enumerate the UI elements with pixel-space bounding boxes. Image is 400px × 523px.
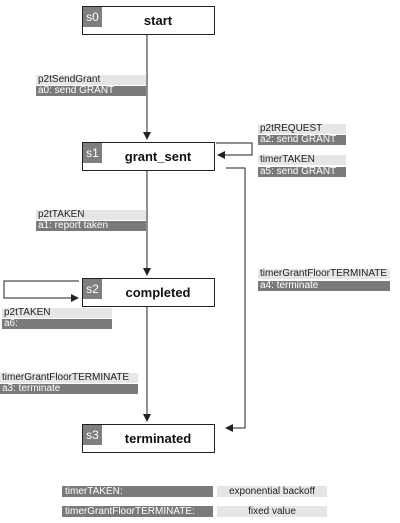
action-label: a0: send GRANT bbox=[36, 86, 146, 96]
state-name: terminated bbox=[124, 431, 192, 446]
state-s0: s0 start bbox=[82, 6, 215, 35]
arrow-s2-self-loop bbox=[3, 280, 79, 302]
legend-timer-value: exponential backoff bbox=[217, 486, 327, 497]
event-label: timerTAKEN bbox=[258, 155, 346, 165]
legend-timer-value: fixed value bbox=[217, 506, 327, 517]
state-id: s3 bbox=[83, 425, 102, 445]
event-label: p2tSendGrant bbox=[36, 75, 146, 85]
state-id: s0 bbox=[83, 7, 102, 27]
state-name: grant_sent bbox=[124, 149, 192, 164]
arrow-s1-self-loop bbox=[216, 142, 253, 159]
action-label: a1: report taken bbox=[36, 221, 146, 231]
action-label: a3: terminate bbox=[0, 384, 138, 394]
state-name: completed bbox=[125, 285, 191, 300]
action-label: a5: send GRANT bbox=[258, 167, 346, 177]
state-id: s1 bbox=[83, 143, 102, 163]
state-id: s2 bbox=[83, 279, 102, 299]
legend-timer-name: timerTAKEN: bbox=[62, 486, 213, 497]
event-label: p2tTAKEN bbox=[2, 308, 112, 318]
legend-timer-name: timerGrantFloorTERMINATE: bbox=[62, 506, 213, 517]
action-label: a4: terminate bbox=[258, 281, 390, 291]
event-label: timerGrantFloorTERMINATE bbox=[258, 269, 390, 279]
event-label: p2tTAKEN bbox=[36, 210, 146, 220]
state-s3: s3 terminated bbox=[82, 424, 215, 453]
event-label: timerGrantFloorTERMINATE bbox=[0, 373, 138, 383]
action-label: a6: bbox=[2, 319, 112, 329]
state-name: start bbox=[143, 13, 173, 28]
action-label: a2: send GRANT bbox=[258, 135, 346, 145]
state-s2: s2 completed bbox=[82, 278, 215, 307]
event-label: p2tREQUEST bbox=[258, 124, 346, 134]
state-s1: s1 grant_sent bbox=[82, 142, 215, 171]
arrow-s1-s3 bbox=[225, 167, 246, 432]
